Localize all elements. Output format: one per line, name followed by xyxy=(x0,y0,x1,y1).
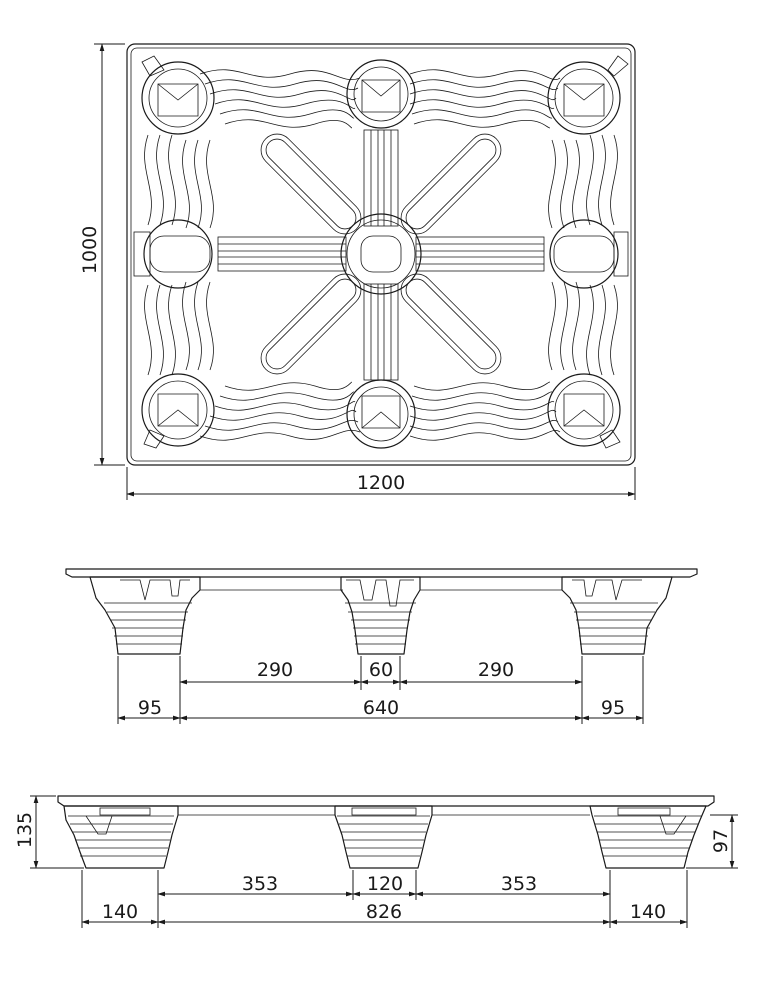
right-stringer xyxy=(548,134,618,376)
side-long-foot-middle xyxy=(340,576,421,655)
dimension-width-label: 1200 xyxy=(357,472,405,494)
block-bottom-right xyxy=(547,373,621,449)
dim-long-upper-2: 60 xyxy=(369,659,393,681)
deck-outline xyxy=(126,43,636,466)
block-top-right xyxy=(547,55,629,135)
dim-long-lower-2: 640 xyxy=(363,697,399,719)
block-middle-right xyxy=(549,219,629,289)
block-bottom-left xyxy=(141,373,215,449)
dim-long-upper-3: 290 xyxy=(478,659,514,681)
side-long-deck xyxy=(65,568,698,578)
block-middle-left xyxy=(133,219,213,289)
dim-short-lower-3: 140 xyxy=(630,901,666,923)
side-view-short: 135 97 353 120 353 140 826 140 xyxy=(14,795,738,928)
dimension-depth-label: 1000 xyxy=(79,226,101,274)
center-block xyxy=(340,213,422,295)
side-view-long: 290 60 290 95 640 95 xyxy=(65,568,698,724)
dim-long-upper-1: 290 xyxy=(257,659,293,681)
side-short-dimensions: 135 97 353 120 353 140 826 140 xyxy=(14,795,738,928)
dim-short-lower-1: 140 xyxy=(102,901,138,923)
side-long-foot-right xyxy=(561,576,673,655)
top-view: 1000 1200 xyxy=(79,43,636,500)
deck-rim xyxy=(130,47,632,462)
dim-short-upper-3: 353 xyxy=(501,873,537,895)
side-long-foot-left xyxy=(89,576,201,655)
block-bottom-middle xyxy=(346,379,416,449)
side-long-dimensions: 290 60 290 95 640 95 xyxy=(117,656,644,724)
side-short-foot-middle xyxy=(334,805,433,869)
block-top-middle xyxy=(346,59,416,129)
top-view-dimensions: 1000 1200 xyxy=(79,43,636,500)
dim-short-upper-1: 353 xyxy=(242,873,278,895)
dim-short-lower-2: 826 xyxy=(366,901,402,923)
side-short-foot-left xyxy=(63,805,179,869)
bottom-stringer xyxy=(199,381,561,441)
diagonal-ribs xyxy=(260,133,502,375)
center-beams xyxy=(217,129,545,381)
left-stringer xyxy=(144,134,214,376)
side-short-deck xyxy=(57,795,715,807)
block-top-left xyxy=(141,55,215,135)
dim-short-upper-2: 120 xyxy=(367,873,403,895)
side-short-foot-right xyxy=(589,805,707,869)
dim-short-height-foot: 97 xyxy=(710,829,732,853)
dim-long-lower-1: 95 xyxy=(138,697,162,719)
top-stringer xyxy=(199,69,561,129)
dim-short-height-total: 135 xyxy=(14,812,36,848)
dim-long-lower-3: 95 xyxy=(601,697,625,719)
blocks xyxy=(133,55,629,449)
